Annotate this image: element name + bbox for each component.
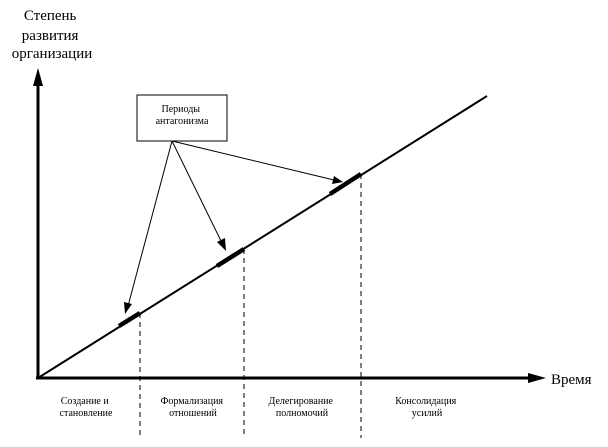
y-axis-label-line-1: Степень xyxy=(24,8,77,24)
pointer-1-arrowhead xyxy=(124,302,132,314)
stage-label-4: Консолидация усилий xyxy=(395,396,459,419)
callout-line-1: Периоды xyxy=(161,104,200,115)
stage-label-3: Делегирование полномочий xyxy=(269,396,336,419)
x-axis-arrowhead xyxy=(528,373,546,383)
callout-text: Периоды антагонизма xyxy=(156,104,209,127)
x-axis-label: Время xyxy=(551,372,592,388)
stage-3-line-2: полномочий xyxy=(276,408,329,419)
stage-1-line-2: становление xyxy=(60,408,113,419)
period-mark-3 xyxy=(328,172,363,196)
y-axis-label: Степень развития организации xyxy=(12,8,93,62)
pointer-2-arrowhead xyxy=(217,238,226,251)
stage-2-line-1: Формализация xyxy=(160,396,223,407)
callout-box xyxy=(136,94,228,142)
pointer-3-arrowhead xyxy=(332,176,343,184)
y-axis-label-line-3: организации xyxy=(12,46,93,62)
y-axis-arrowhead xyxy=(33,68,43,86)
stage-2-line-2: отношений xyxy=(169,408,217,419)
callout-line-2: антагонизма xyxy=(156,116,209,127)
period-mark-2 xyxy=(215,247,246,268)
development-line xyxy=(37,95,488,379)
y-axis-label-line-2: развития xyxy=(22,28,79,44)
pointer-2 xyxy=(171,140,223,244)
stage-4-line-2: усилий xyxy=(412,408,443,419)
stage-1-line-1: Создание и xyxy=(61,396,110,407)
period-mark-1 xyxy=(117,311,142,328)
pointer-1 xyxy=(127,140,173,307)
stage-label-2: Формализация отношений xyxy=(160,396,225,419)
stage-3-line-1: Делегирование xyxy=(269,396,334,407)
pointer-3 xyxy=(171,140,335,181)
stage-label-1: Создание и становление xyxy=(60,396,113,419)
stage-4-line-1: Консолидация xyxy=(395,396,456,407)
